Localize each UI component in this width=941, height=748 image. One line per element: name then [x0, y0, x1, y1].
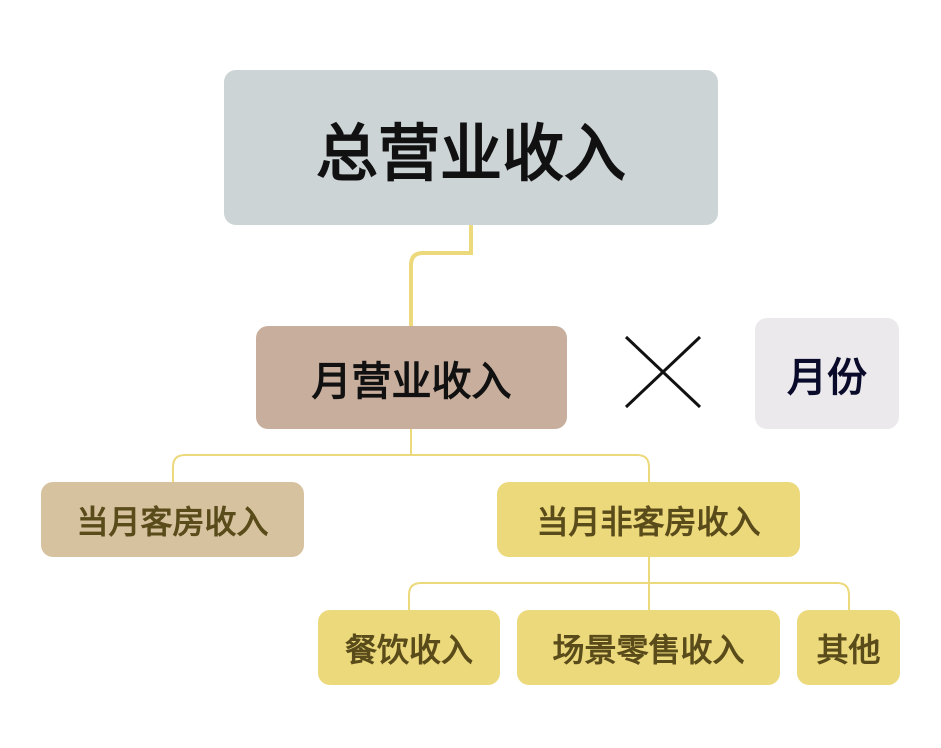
node-label: 总营业收入 [315, 116, 626, 190]
node-total-revenue: 总营业收入 [224, 70, 718, 225]
node-label: 场景零售收入 [552, 630, 745, 669]
node-label: 当月非客房收入 [536, 502, 761, 541]
multiply-icon [624, 335, 702, 409]
node-months: 月份 [755, 318, 899, 429]
node-label: 其他 [816, 630, 881, 669]
connector-nonroom-level3 [408, 557, 850, 610]
node-label: 月份 [787, 354, 867, 401]
connector-root-monthly [409, 225, 473, 326]
node-other-revenue: 其他 [797, 610, 900, 685]
node-room-revenue: 当月客房收入 [41, 482, 304, 557]
node-label: 当月客房收入 [76, 502, 269, 541]
node-label: 月营业收入 [311, 358, 512, 405]
node-retail-revenue: 场景零售收入 [517, 610, 780, 685]
connector-monthly-level2 [172, 429, 650, 482]
node-label: 餐饮收入 [344, 630, 473, 669]
node-nonroom-revenue: 当月非客房收入 [497, 482, 800, 557]
node-food-revenue: 餐饮收入 [318, 610, 500, 685]
node-monthly-revenue: 月营业收入 [256, 326, 567, 429]
